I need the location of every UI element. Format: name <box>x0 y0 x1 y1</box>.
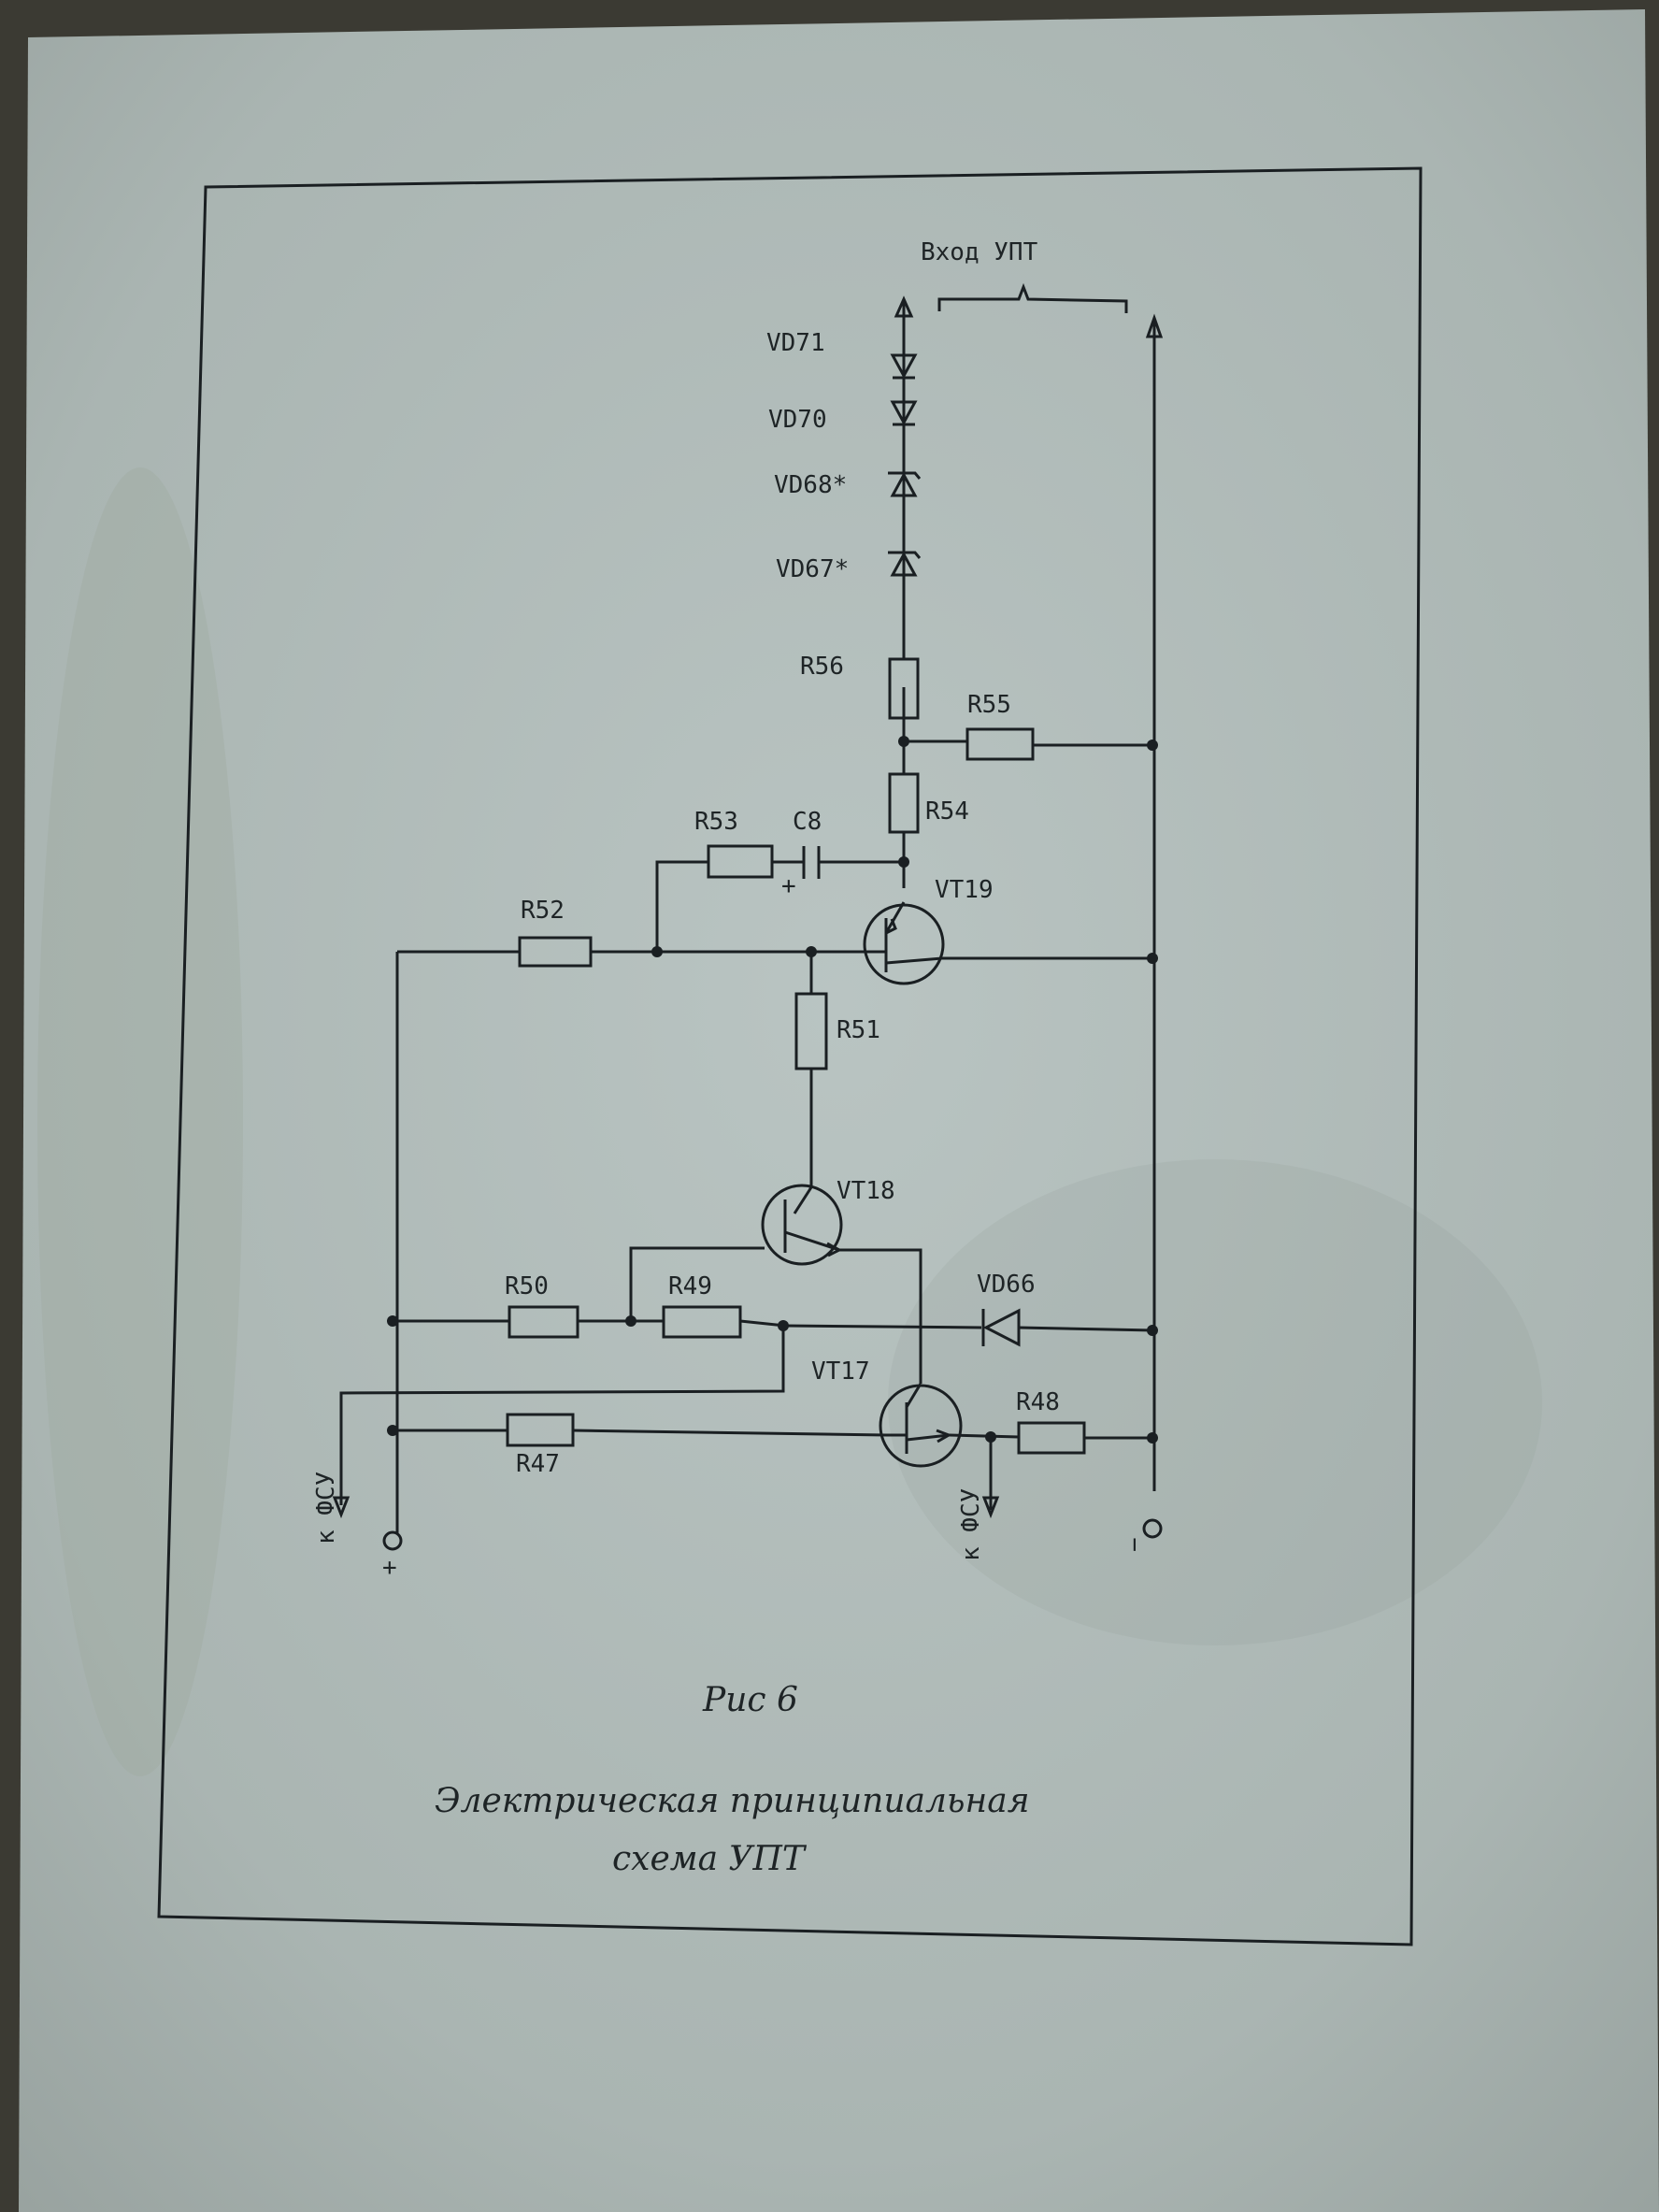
diode-vd71 <box>890 353 918 380</box>
resistor-r51 <box>794 992 828 1070</box>
resistor-r50 <box>508 1305 579 1339</box>
junctions <box>387 736 1158 1444</box>
figure-number: Рис 6 <box>702 1681 798 1719</box>
label-r56: R56 <box>800 653 844 681</box>
transistor-vt18 <box>761 1184 843 1266</box>
label-vt18: VT18 <box>837 1177 895 1205</box>
label-vd71: VD71 <box>766 329 825 357</box>
zener-vd68 <box>888 471 922 497</box>
resistor-r47 <box>506 1413 575 1447</box>
resistor-r53 <box>707 844 774 879</box>
label-vd70: VD70 <box>768 406 827 434</box>
label-r49: R49 <box>668 1272 712 1300</box>
label-r54: R54 <box>925 797 969 826</box>
caption-line-2: схема УПТ <box>612 1840 808 1878</box>
label-terminal-minus: − <box>1121 1537 1149 1552</box>
caption-line-1: Электрическая принципиальная <box>435 1782 1030 1820</box>
label-vt19: VT19 <box>935 876 994 904</box>
resistor-r49 <box>662 1305 742 1339</box>
label-r52: R52 <box>521 897 565 925</box>
terminal-minus <box>1142 1518 1163 1539</box>
paper-stain <box>888 1159 1542 1645</box>
label-vd68: VD68* <box>774 471 847 499</box>
resistor-r55 <box>965 727 1035 761</box>
input-brace <box>937 282 1128 313</box>
resistor-r48 <box>1017 1421 1086 1455</box>
label-r47: R47 <box>516 1450 560 1478</box>
resistor-r56 <box>888 657 920 720</box>
label-r55: R55 <box>967 691 1011 719</box>
label-vt17: VT17 <box>811 1357 870 1386</box>
zener-vd67 <box>888 551 922 577</box>
diode-vd70 <box>890 400 918 426</box>
label-left-fsu: к ФСУ <box>312 1472 340 1544</box>
label-vd66: VD66 <box>977 1271 1036 1299</box>
label-vd67: VD67* <box>776 555 849 583</box>
label-right-fsu: к ФСУ <box>957 1488 985 1561</box>
resistor-r54 <box>888 772 920 834</box>
label-r51: R51 <box>837 1016 880 1044</box>
transistor-vt17 <box>879 1383 963 1468</box>
transistor-vt19 <box>863 901 945 985</box>
label-r53: R53 <box>694 808 738 836</box>
terminal-plus <box>382 1530 403 1551</box>
paper-stain <box>37 467 243 1776</box>
label-c8: C8 <box>793 808 822 836</box>
diode-vd66 <box>981 1308 1021 1347</box>
capacitor-c8 <box>802 846 821 879</box>
label-r48: R48 <box>1016 1388 1060 1416</box>
label-r50: R50 <box>505 1272 549 1300</box>
label-c8-polarity: + <box>781 872 796 900</box>
paper-sheet <box>19 9 1659 2212</box>
label-input: Вход УПТ <box>921 238 1038 266</box>
drawing-frame <box>157 166 1423 1946</box>
resistor-r52 <box>518 936 593 968</box>
label-terminal-plus: + <box>382 1554 397 1582</box>
wires <box>332 295 1164 1533</box>
